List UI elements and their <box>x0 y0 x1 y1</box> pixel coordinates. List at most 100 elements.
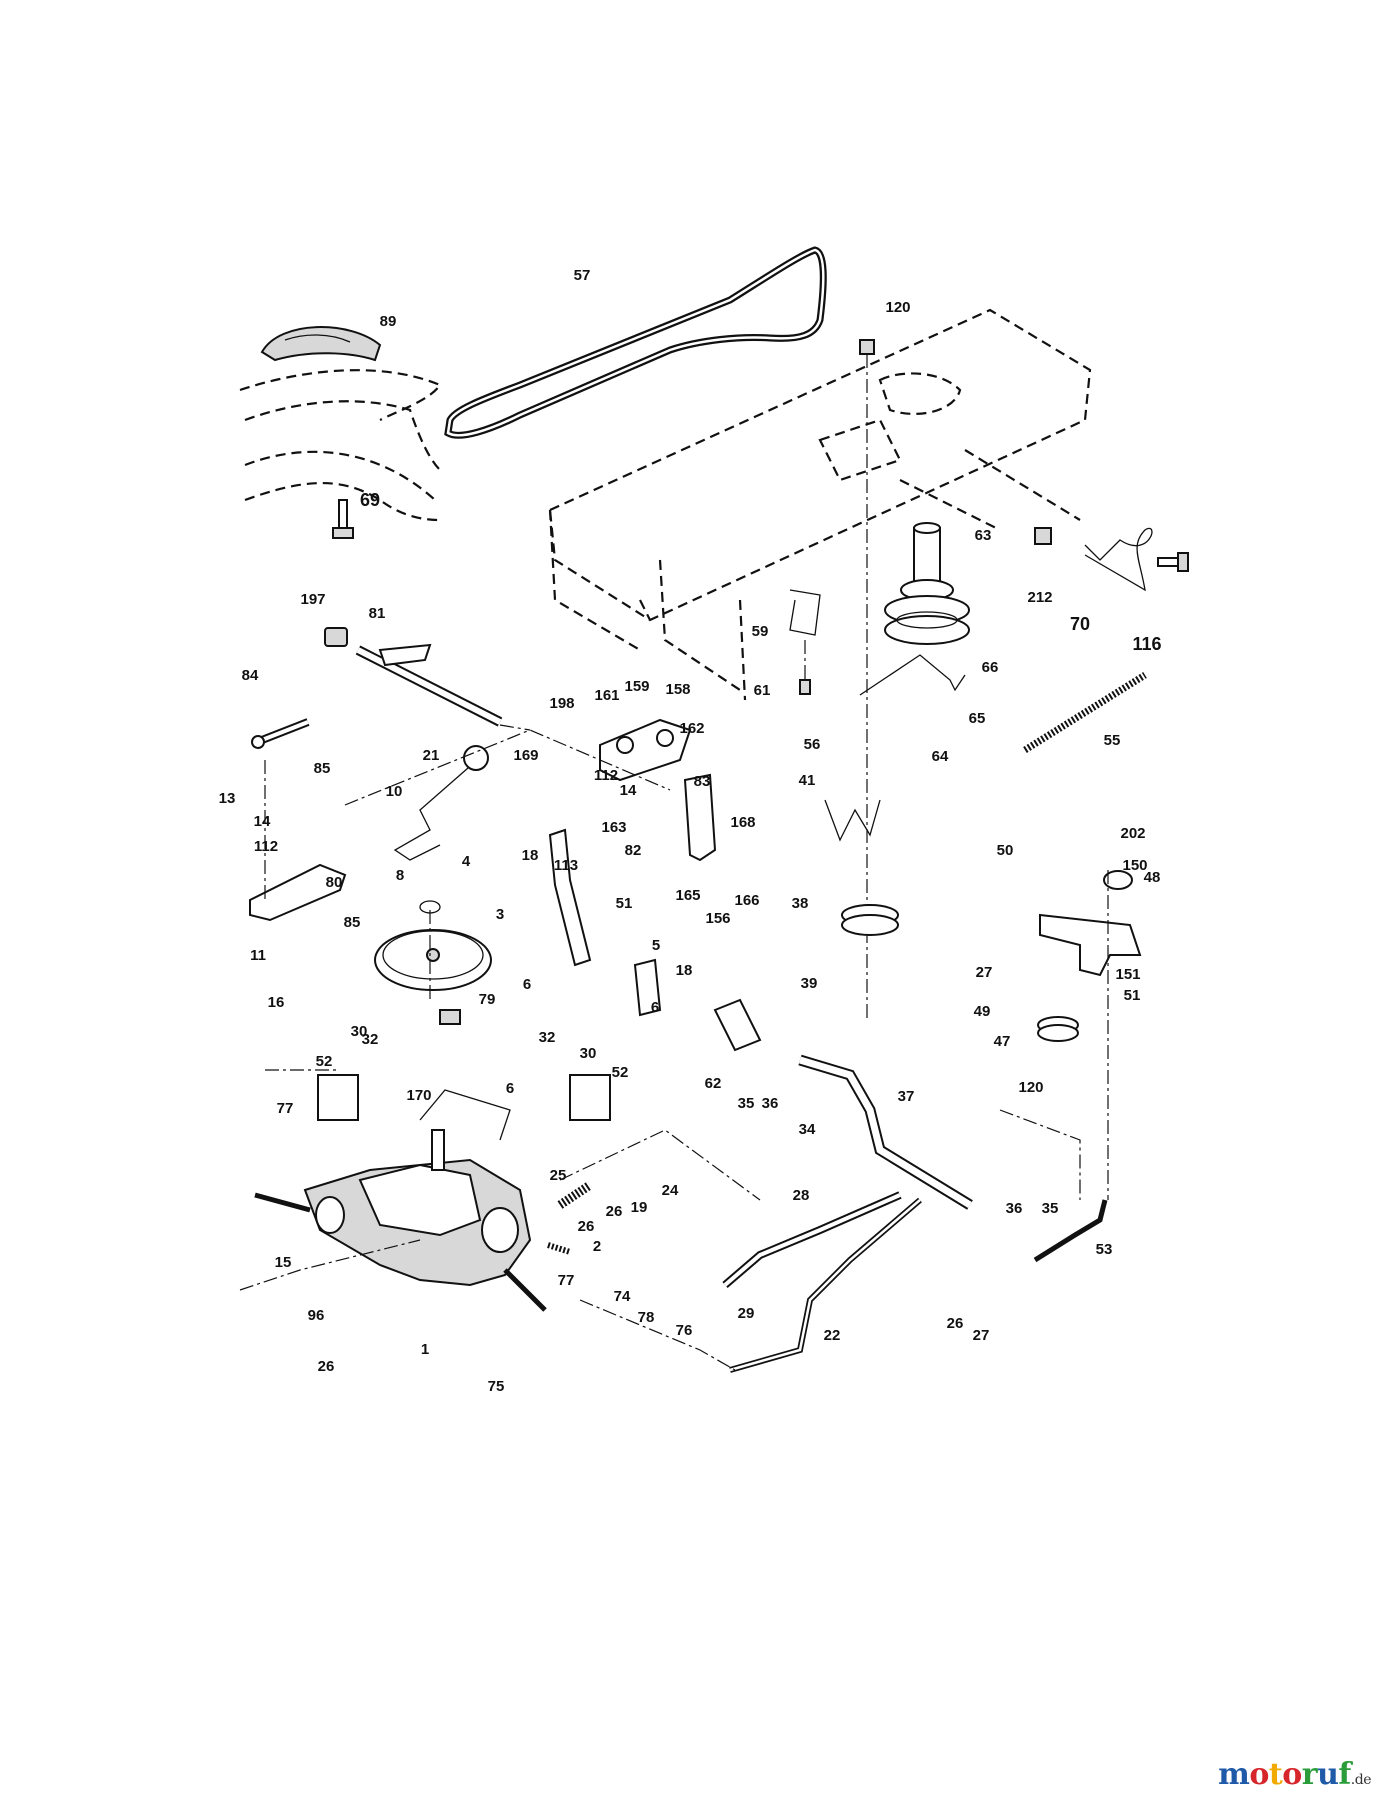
watermark-logo: motoruf.de <box>1218 1757 1371 1792</box>
part-label-6: 6 <box>651 999 659 1016</box>
part-3-pulley <box>374 929 492 991</box>
part-label-75: 75 <box>488 1378 505 1395</box>
part-38-pulley <box>841 904 899 936</box>
part-label-32: 32 <box>539 1029 556 1046</box>
part-41-clip <box>824 799 881 842</box>
part-label-51: 51 <box>1124 987 1141 1004</box>
part-label-41: 41 <box>799 772 816 789</box>
part-label-162: 162 <box>679 720 704 737</box>
part-label-1: 1 <box>421 1341 429 1358</box>
part-label-18: 18 <box>522 847 539 864</box>
part-170-rod <box>419 1089 511 1141</box>
part-label-77: 77 <box>558 1272 575 1289</box>
part-label-59: 59 <box>752 623 769 640</box>
part-label-84: 84 <box>242 667 259 684</box>
part-label-82: 82 <box>625 842 642 859</box>
part-5-bracket <box>633 958 662 1017</box>
part-79-key <box>439 1009 461 1025</box>
part-label-50: 50 <box>997 842 1014 859</box>
part-label-120: 120 <box>1018 1079 1043 1096</box>
part-21-knob <box>463 745 489 771</box>
part-22-rod <box>729 1197 922 1373</box>
part-label-89: 89 <box>380 313 397 330</box>
part-label-161: 161 <box>594 687 619 704</box>
part-label-81: 81 <box>369 605 386 622</box>
part-label-48: 48 <box>1144 869 1161 886</box>
part-label-77: 77 <box>277 1100 294 1117</box>
part-120-nut <box>859 339 875 355</box>
part-label-57: 57 <box>574 267 591 284</box>
deck-outline <box>239 369 442 522</box>
part-label-64: 64 <box>932 748 949 765</box>
part-label-11: 11 <box>250 947 266 964</box>
watermark-letter: t <box>1268 1757 1283 1792</box>
part-label-8: 8 <box>396 867 404 884</box>
part-label-163: 163 <box>601 819 626 836</box>
part-150-washer <box>1103 870 1133 890</box>
part-label-113: 113 <box>554 857 578 874</box>
part-label-85: 85 <box>344 914 361 931</box>
part-label-202: 202 <box>1120 825 1145 842</box>
part-212-nut <box>1034 527 1052 545</box>
part-label-61: 61 <box>754 682 771 699</box>
part-62-bushing <box>713 998 762 1052</box>
part-label-53: 53 <box>1096 1241 1113 1258</box>
part-label-52: 52 <box>612 1064 629 1081</box>
part-30-bracket-right <box>569 1074 611 1121</box>
part-label-74: 74 <box>614 1288 631 1305</box>
part-label-80: 80 <box>326 874 343 891</box>
part-label-70: 70 <box>1070 614 1090 634</box>
part-label-120: 120 <box>885 299 910 316</box>
part-label-96: 96 <box>308 1307 325 1324</box>
part-113-bracket <box>548 828 592 967</box>
part-label-212: 212 <box>1027 589 1052 606</box>
part-28-rod <box>722 1191 902 1289</box>
part-label-14: 14 <box>620 782 637 799</box>
part-label-26: 26 <box>606 1203 623 1220</box>
part-label-2: 2 <box>593 1238 601 1255</box>
part-label-6: 6 <box>506 1080 514 1097</box>
part-label-112: 112 <box>594 767 618 784</box>
part-label-150: 150 <box>1122 857 1147 874</box>
part-label-30: 30 <box>580 1045 597 1062</box>
part-label-28: 28 <box>793 1187 810 1204</box>
watermark-letter: o <box>1249 1757 1269 1792</box>
part-34-shaft <box>798 1054 973 1210</box>
part-48-bracket <box>1039 913 1142 977</box>
part-label-63: 63 <box>975 527 992 544</box>
part-63-pulley <box>884 522 970 645</box>
part-label-26: 26 <box>578 1218 595 1235</box>
part-label-158: 158 <box>665 681 690 698</box>
part-84-lever <box>251 718 310 749</box>
part-label-32: 32 <box>362 1031 379 1048</box>
part-label-13: 13 <box>219 790 236 807</box>
part-1-transaxle <box>254 1129 547 1312</box>
part-label-83: 83 <box>694 773 711 790</box>
part-53-rod <box>1033 1199 1108 1263</box>
part-label-4: 4 <box>462 853 471 870</box>
part-66-spring <box>859 654 966 696</box>
part-label-6: 6 <box>523 976 531 993</box>
part-label-39: 39 <box>801 975 818 992</box>
part-158-idler-bracket <box>599 718 692 782</box>
part-81-shaft <box>355 643 503 727</box>
part-116-bolt <box>1157 552 1189 572</box>
part-label-10: 10 <box>386 783 403 800</box>
part-59-clip <box>789 589 821 636</box>
part-label-36: 36 <box>1006 1200 1023 1217</box>
part-label-47: 47 <box>994 1033 1011 1050</box>
part-80-bracket <box>249 863 347 922</box>
part-label-22: 22 <box>824 1327 841 1344</box>
part-label-79: 79 <box>479 991 496 1008</box>
part-label-169: 169 <box>513 747 538 764</box>
watermark-letter: m <box>1218 1757 1250 1792</box>
part-label-49: 49 <box>974 1003 991 1020</box>
part-label-65: 65 <box>969 710 986 727</box>
part-label-3: 3 <box>496 906 504 923</box>
watermark-suffix: .de <box>1350 1772 1372 1788</box>
part-89-bracket <box>260 326 382 362</box>
part-label-170: 170 <box>406 1087 431 1104</box>
part-label-69: 69 <box>360 490 380 510</box>
